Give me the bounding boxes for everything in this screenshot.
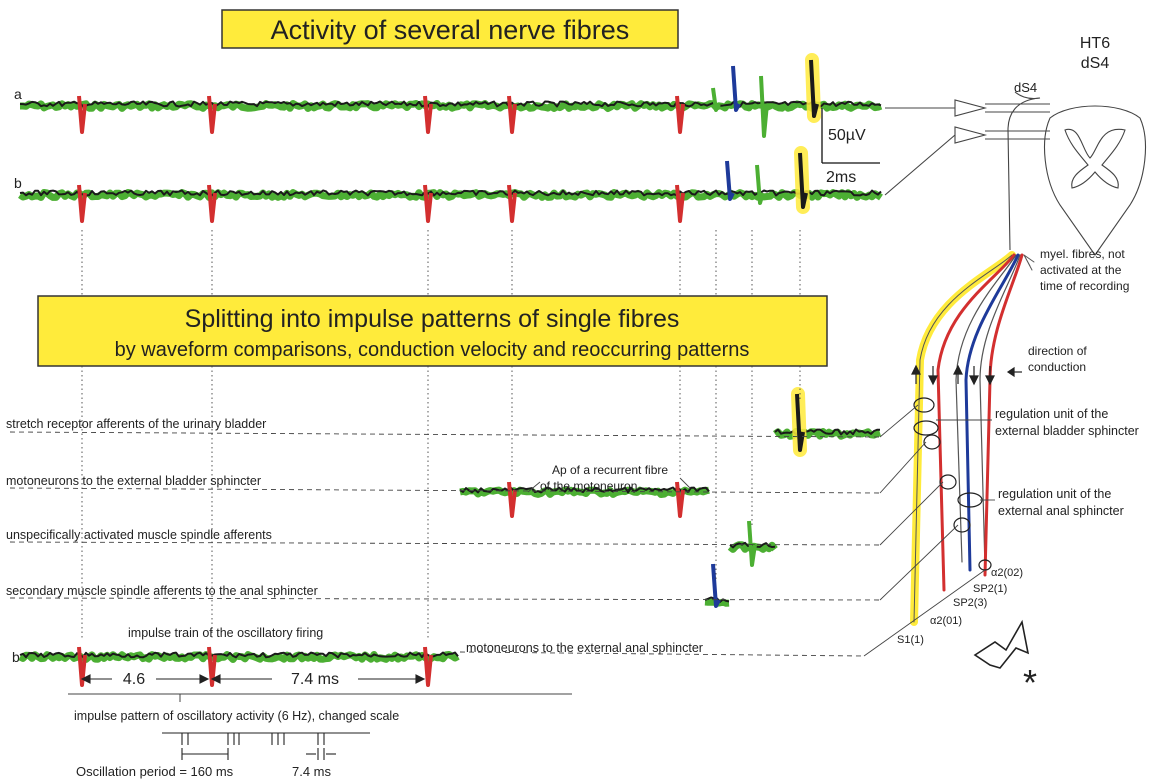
interval-first: 4.6 (123, 671, 145, 688)
trace-label-b: b (14, 175, 22, 191)
row-label-unspecific-spindle: unspecifically activated muscle spindle … (6, 528, 272, 542)
trace-a-green-spike-2 (759, 75, 769, 138)
fibre-id-a2-02: α2(02) (991, 567, 1023, 579)
ap-note-leaders (527, 477, 691, 493)
trace-b-spike-1 (207, 184, 217, 223)
trace-a-green-spike (711, 87, 721, 112)
fibre-bundle (910, 251, 1035, 626)
trace-b-bottom-halo (18, 651, 460, 663)
split-title-line2: by waveform comparisons, conduction velo… (115, 339, 750, 361)
direction-arrows (911, 364, 1022, 386)
trace-b-bottom-spike-1 (207, 646, 217, 687)
trace-label-a: a (14, 86, 22, 102)
spinal-cord-section (1044, 105, 1146, 256)
trace-a-spike-0 (77, 95, 87, 134)
oscillation-pattern (162, 732, 370, 760)
trace-moto-bladder (459, 486, 710, 494)
trace-a-spike-4 (675, 95, 685, 134)
row-label-moto-bladder: motoneurons to the external bladder sphi… (6, 474, 261, 488)
interval-label-bg-2 (272, 670, 358, 688)
oscillation-interval: 7.4 ms (292, 764, 332, 779)
reg-bladder-1: regulation unit of the (995, 407, 1108, 421)
reg-anal-1: regulation unit of the (998, 487, 1111, 501)
fibre-id-sp2-1: SP2(1) (973, 583, 1007, 595)
trace-a-spike-1 (207, 95, 217, 134)
root-label-ds4: dS4 (1014, 80, 1037, 95)
ap-note-1: Ap of a recurrent fibre (552, 463, 668, 477)
trace-b (19, 189, 882, 197)
row-label-secondary-spindle: secondary muscle spindle afferents to th… (6, 584, 318, 598)
pattern-label: impulse pattern of oscillatory activity … (74, 709, 399, 723)
trace-b-bottom (19, 651, 459, 659)
scale-time: 2ms (826, 169, 856, 186)
fibre-id-a2-01: α2(01) (930, 615, 962, 627)
interval-second: 7.4 ms (291, 671, 339, 688)
ap-note-2: of the motoneuron (540, 479, 637, 493)
interval-label-bg-1 (112, 670, 156, 688)
trace-b-blue-spike (725, 160, 735, 201)
direction-note-2: conduction (1028, 360, 1086, 374)
trace-label-b-bottom: b (12, 649, 20, 665)
fibre-loops (913, 397, 992, 571)
trace-a-blue-spike (731, 65, 741, 112)
row-label-stretch-receptor: stretch receptor afferents of the urinar… (6, 417, 266, 431)
impulse-train-label: impulse train of the oscillatory firing (128, 626, 323, 640)
trace-b-spike-3 (507, 184, 517, 223)
segment-label-ds4: dS4 (1081, 55, 1110, 72)
fibre-id-s1-1: S1(1) (897, 634, 924, 646)
trace-b-green-spike (755, 164, 765, 205)
trace-unspecific-spike (747, 520, 757, 567)
reg-anal-2: external anal sphincter (998, 504, 1124, 518)
asterisk-mark: * (1023, 662, 1037, 703)
direction-note-1: direction of (1028, 344, 1087, 358)
segment-label-ht6: HT6 (1080, 35, 1110, 52)
reg-bladder-2: external bladder sphincter (995, 424, 1139, 438)
trace-b-spike-4 (675, 184, 685, 223)
myel-note-1: myel. fibres, not (1040, 247, 1125, 261)
fibre-leaders (863, 404, 995, 657)
trace-a-spike-2 (423, 95, 433, 134)
trace-a-yellow-spike (809, 59, 819, 118)
fibre-id-sp2-3: SP2(3) (953, 597, 987, 609)
row-label-moto-anal: motoneurons to the external anal sphinct… (466, 641, 703, 655)
large-arrow-icon (973, 619, 1030, 669)
main-title-box (221, 9, 679, 49)
scale-voltage: 50µV (828, 127, 866, 144)
scale-bar (821, 108, 880, 164)
trace-moto-bladder-spike-2 (675, 481, 685, 518)
oscillation-period: Oscillation period = 160 ms (76, 764, 234, 779)
drop-lines (81, 230, 801, 640)
trace-b-spike-0 (77, 184, 87, 223)
main-title: Activity of several nerve fibres (271, 15, 630, 45)
myel-note-2: activated at the (1040, 263, 1122, 277)
row-lines (9, 431, 881, 657)
trace-moto-bladder-spike-1 (507, 481, 517, 518)
trace-b-bottom-spike-2 (423, 646, 433, 687)
trace-stretch-spike (795, 393, 805, 452)
split-title-line1: Splitting into impulse patterns of singl… (185, 305, 680, 333)
myel-note-3: time of recording (1040, 279, 1129, 293)
bracket-line (68, 693, 572, 702)
trace-secondary-spike (711, 563, 721, 608)
trace-a-spike-3 (507, 95, 517, 134)
trace-b-spike-2 (423, 184, 433, 223)
trace-b-bottom-spike-0 (77, 646, 87, 687)
electrodes (884, 91, 1050, 251)
trace-b-yellow-spike (798, 152, 808, 209)
recording-traces (18, 53, 883, 687)
split-title-box (37, 295, 828, 367)
